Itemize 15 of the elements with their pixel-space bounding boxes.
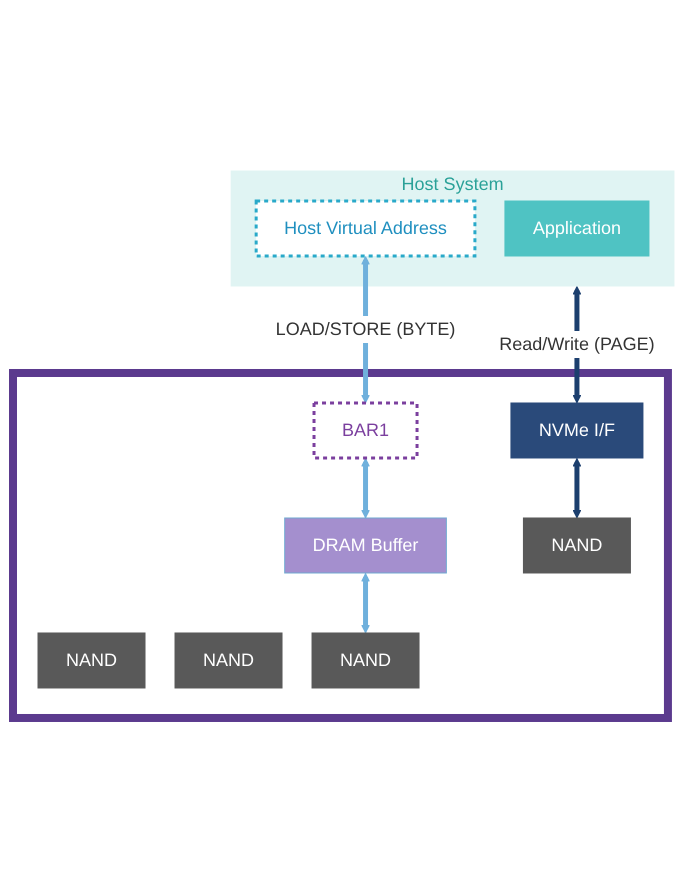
- edge-label: LOAD/STORE (BYTE): [276, 318, 456, 339]
- node-box: Application: [504, 200, 650, 256]
- node-box: DRAM Buffer: [284, 518, 447, 574]
- arrow: [361, 573, 370, 634]
- node-box: NAND: [522, 518, 631, 574]
- node-box: NAND: [38, 632, 146, 688]
- arrow: [361, 458, 370, 518]
- node-box: NVMe I/F: [510, 402, 644, 458]
- cluster: [9, 369, 672, 722]
- node-box: NAND: [174, 632, 283, 688]
- node-box: Host Virtual Address: [254, 200, 476, 258]
- edge-label: Read/Write (PAGE): [499, 334, 655, 354]
- arrow: [572, 458, 582, 518]
- node-box: BAR1: [312, 402, 419, 460]
- node-box: NAND: [312, 632, 420, 688]
